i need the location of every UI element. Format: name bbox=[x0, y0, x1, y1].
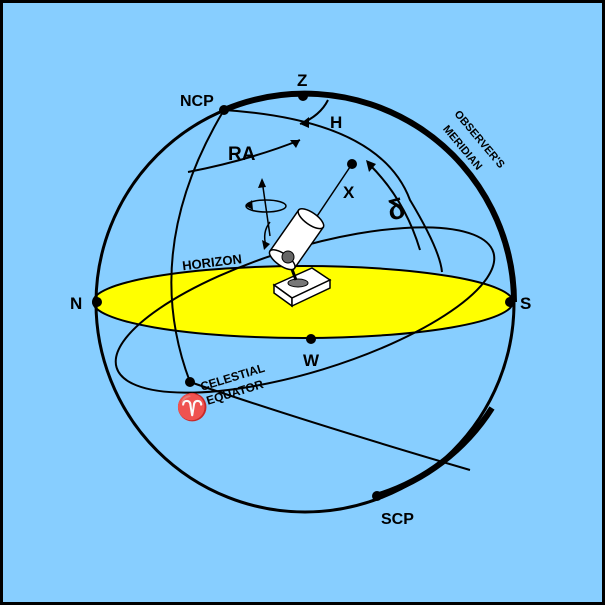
right-ascension-arc bbox=[187, 139, 301, 173]
hour-circle-star bbox=[223, 109, 443, 273]
ra-arrowhead bbox=[290, 140, 300, 148]
telescope-mount bbox=[272, 267, 332, 308]
west-dot bbox=[306, 334, 316, 344]
declination-arrowhead bbox=[366, 160, 376, 172]
star-dot bbox=[347, 159, 357, 169]
declination-arc bbox=[369, 164, 421, 251]
hour-circle-vernal-equinox bbox=[170, 109, 225, 383]
hour-angle-label: H bbox=[330, 113, 342, 132]
north-dot bbox=[92, 297, 102, 307]
altitude-rotation-icon bbox=[262, 221, 271, 250]
right-ascension-label: RA bbox=[228, 144, 256, 165]
ncp-dot bbox=[219, 105, 229, 115]
scp-dot bbox=[372, 491, 382, 501]
south-label: S bbox=[520, 294, 531, 313]
horizon-label: HORIZON bbox=[181, 251, 242, 273]
lower-great-circle bbox=[189, 381, 471, 471]
telescope-pivot bbox=[281, 250, 295, 264]
scp-label: SCP bbox=[381, 511, 414, 528]
zenith-dot bbox=[298, 91, 308, 101]
vernal-equinox-dot bbox=[185, 377, 195, 387]
azimuth-rotation-icon bbox=[245, 178, 287, 237]
vernal-equinox-label: ♈ bbox=[176, 392, 208, 422]
north-label: N bbox=[70, 294, 82, 313]
hour-angle-arrowhead bbox=[300, 117, 309, 128]
south-dot bbox=[505, 297, 515, 307]
observers-meridian-upper bbox=[222, 90, 517, 303]
zenith-label: Z bbox=[297, 71, 307, 90]
ncp-label: NCP bbox=[180, 93, 214, 110]
star-label: X bbox=[343, 183, 355, 202]
west-label: W bbox=[303, 351, 320, 370]
